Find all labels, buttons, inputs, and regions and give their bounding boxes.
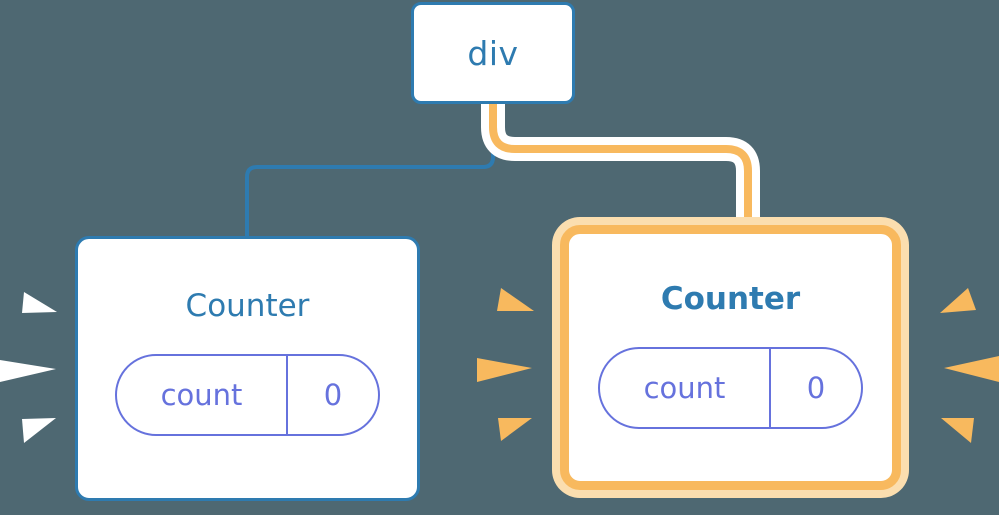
sparkle-ray	[477, 358, 532, 382]
sparkles-counter-right-right	[940, 288, 999, 443]
sparkle-ray	[0, 360, 56, 382]
node-counter-right[interactable]: Counter count 0	[560, 225, 901, 490]
state-key: count	[600, 349, 771, 427]
sparkles-counter-right-left	[477, 288, 534, 441]
state-key: count	[117, 356, 288, 434]
sparkle-ray	[944, 356, 999, 382]
sparkle-ray	[22, 292, 57, 313]
state-value: 0	[323, 377, 343, 412]
state-pill-counter-left: count 0	[115, 354, 380, 436]
sparkle-ray	[941, 418, 974, 443]
sparkle-ray	[497, 288, 534, 311]
node-counter-left[interactable]: Counter count 0	[75, 236, 420, 501]
node-div[interactable]: div	[411, 2, 575, 104]
state-value: 0	[806, 370, 826, 405]
sparkle-ray	[22, 418, 56, 443]
edge-div-to-counter-left	[245, 104, 495, 236]
sparkle-ray	[940, 288, 976, 313]
edge-div-to-counter-right	[489, 104, 752, 232]
sparkle-ray	[498, 418, 532, 441]
node-counter-right-title: Counter	[660, 281, 801, 317]
edge-div-to-counter-right-halo	[481, 104, 760, 232]
node-div-label: div	[467, 33, 519, 73]
node-counter-left-title: Counter	[185, 288, 310, 324]
state-pill-counter-right: count 0	[598, 347, 863, 429]
sparkles-counter-left	[0, 292, 57, 443]
